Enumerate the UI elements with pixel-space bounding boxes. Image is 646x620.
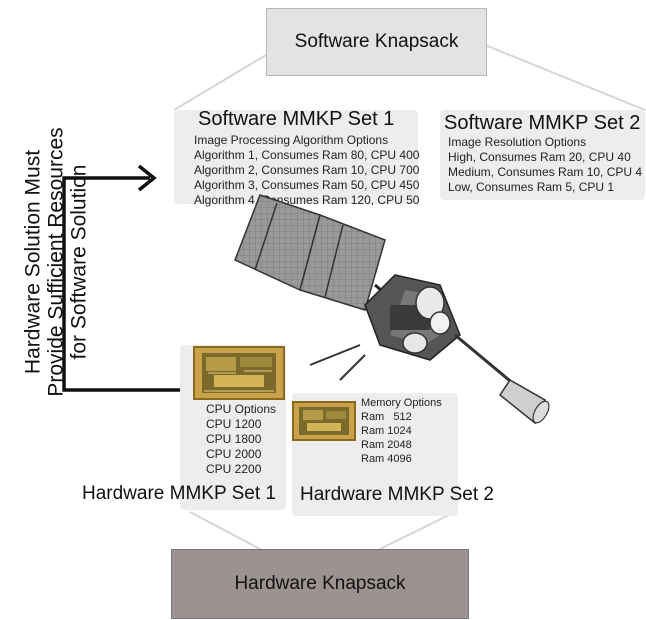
hardware-set-2-option: Ram 512 <box>361 411 412 423</box>
software-set-1-card <box>174 110 418 204</box>
hardware-set-1-option: CPU 2200 <box>206 462 262 476</box>
connector-sw-knapsack-to-set1 <box>173 54 267 111</box>
side-label-line: for Software Solution <box>67 164 91 360</box>
hardware-knapsack-label: Hardware Knapsack <box>234 573 406 594</box>
software-set-2-title: Software MMKP Set 2 <box>444 112 641 134</box>
hardware-set-1-option: CPU 2000 <box>206 447 262 461</box>
arrow-right-icon <box>137 164 157 192</box>
hardware-set-1-option: CPU 1200 <box>206 417 262 431</box>
hardware-set-2-title: Hardware MMKP Set 2 <box>300 484 494 505</box>
hardware-set-2-options: Memory Options Ram 512 Ram 1024 Ram 2048… <box>361 396 442 466</box>
software-set-1-title: Software MMKP Set 1 <box>198 108 395 130</box>
software-set-1-option: Algorithm 1, Consumes Ram 80, CPU 400 <box>194 148 420 162</box>
satellite-icon <box>234 194 550 425</box>
hardware-set-2-heading: Memory Options <box>361 397 442 409</box>
software-set-2-option: High, Consumes Ram 20, CPU 40 <box>448 150 631 164</box>
software-set-1-option: Algorithm 4, Consumes Ram 120, CPU 50 <box>194 193 420 207</box>
software-set-2-card <box>440 110 645 200</box>
hardware-set-1-options: CPU Options CPU 1200 CPU 1800 CPU 2000 C… <box>206 402 276 477</box>
hardware-set-1-option: CPU 1800 <box>206 432 262 446</box>
side-label-line: Hardware Solution Must <box>21 149 45 375</box>
hardware-set-1-title: Hardware MMKP Set 1 <box>82 483 276 504</box>
hardware-set-2-option: Ram 4096 <box>361 453 412 465</box>
hardware-set-2-option: Ram 2048 <box>361 439 412 451</box>
software-set-1-options: Image Processing Algorithm Options Algor… <box>194 133 420 208</box>
software-set-1-option: Algorithm 3, Consumes Ram 50, CPU 450 <box>194 178 420 192</box>
hardware-set-2-option: Ram 1024 <box>361 425 412 437</box>
hardware-set-1-heading: CPU Options <box>206 402 277 416</box>
resource-bracket <box>62 176 180 392</box>
side-label-line: Provide Sufficient Resources <box>44 127 68 397</box>
software-set-1-option: Algorithm 2, Consumes Ram 10, CPU 700 <box>194 163 420 177</box>
software-set-2-option: Medium, Consumes Ram 10, CPU 4 <box>448 165 643 179</box>
software-knapsack-label: Software Knapsack <box>294 31 459 52</box>
software-set-2-heading: Image Resolution Options <box>448 135 587 149</box>
hardware-knapsack-box: Hardware Knapsack <box>171 549 469 619</box>
connector-hw-set2-to-knapsack <box>379 511 456 550</box>
connector-hw-set1-to-knapsack <box>189 511 261 550</box>
software-knapsack-box: Software Knapsack <box>266 8 487 76</box>
software-set-1-heading: Image Processing Algorithm Options <box>194 133 389 147</box>
software-set-2-option: Low, Consumes Ram 5, CPU 1 <box>448 180 615 194</box>
memory-chip-icon <box>292 401 356 441</box>
software-set-2-options: Image Resolution Options High, Consumes … <box>448 135 643 195</box>
cpu-chip-icon <box>193 346 285 400</box>
connector-sw-knapsack-to-set2 <box>484 44 646 111</box>
